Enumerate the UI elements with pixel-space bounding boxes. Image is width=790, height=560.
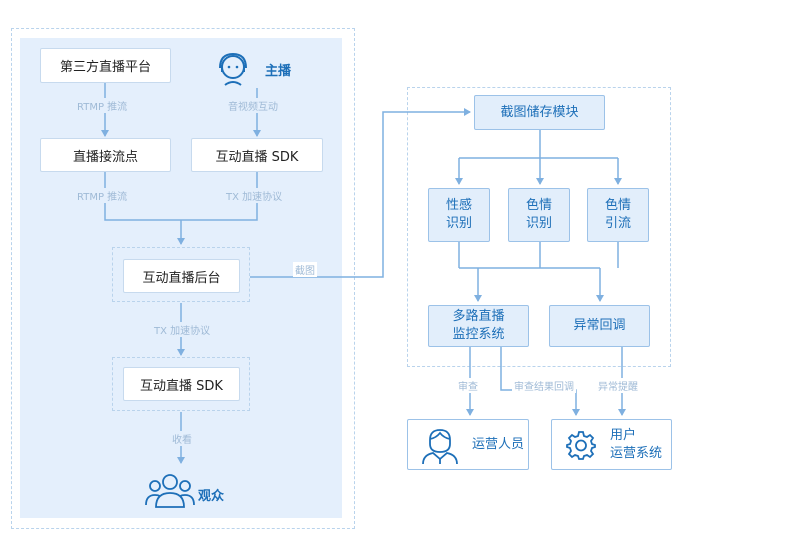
review-label: 审查: [456, 378, 480, 393]
interactive-sdk-top-box: 互动直播 SDK: [191, 138, 323, 172]
backend-box: 互动直播后台: [123, 259, 240, 293]
storage-module-box: 截图储存模块: [474, 95, 605, 130]
porn-recognition-line2: 识别: [525, 216, 552, 231]
porn-recognition-box: 色情识别: [508, 188, 570, 242]
av-interact-label: 音视频互动: [226, 98, 280, 113]
left-frame: [11, 28, 355, 529]
interactive-sdk-bottom-box: 互动直播 SDK: [123, 367, 240, 401]
porn-lure-box: 色情引流: [587, 188, 649, 242]
operators-label: 运营人员: [472, 436, 525, 452]
audience-label: 观众: [198, 489, 225, 504]
anchor-node: 主播: [216, 49, 316, 89]
backend-frame: [112, 247, 250, 302]
tx-accel-label-2: TX 加速协议: [152, 322, 213, 337]
rtmp-push-label-2: RTMP 推流: [75, 188, 130, 203]
sexy-recognition-line1: 性感: [445, 198, 472, 213]
anchor-label: 主播: [265, 64, 292, 79]
bottom-sdk-frame: [112, 357, 250, 411]
headset-person-icon: [219, 52, 247, 86]
audience-node: 观众: [145, 469, 245, 509]
person-icon: [422, 428, 458, 464]
gear-icon: [566, 430, 596, 460]
rtmp-push-label-1: RTMP 推流: [75, 98, 130, 113]
sexy-recognition-line2: 识别: [445, 216, 472, 231]
right-frame: [407, 87, 671, 367]
tx-accel-label-1: TX 加速协议: [224, 188, 285, 203]
user-ops-system-box: 用户运营系统: [551, 419, 672, 470]
monitor-line2: 监控系统: [452, 327, 505, 342]
screenshot-label: 截图: [293, 262, 317, 277]
user-ops-line2: 运营系统: [610, 445, 663, 461]
porn-recognition-line1: 色情: [525, 198, 552, 213]
audience-group-icon: [145, 474, 195, 508]
third-party-platform-box: 第三方直播平台: [40, 48, 171, 83]
porn-lure-line2: 引流: [604, 216, 631, 231]
user-ops-line1: 用户: [610, 427, 637, 443]
review-callback-label: 审查结果回调: [512, 378, 576, 393]
porn-lure-line1: 色情: [604, 198, 631, 213]
operators-box: 运营人员: [407, 419, 529, 470]
abnormal-callback-box: 异常回调: [549, 305, 650, 347]
live-access-point-box: 直播接流点: [40, 138, 171, 172]
monitor-line1: 多路直播: [452, 309, 505, 324]
alert-label: 异常提醒: [596, 378, 640, 393]
watch-label: 收看: [170, 431, 194, 446]
sexy-recognition-box: 性感识别: [428, 188, 490, 242]
monitor-system-box: 多路直播监控系统: [428, 305, 529, 347]
